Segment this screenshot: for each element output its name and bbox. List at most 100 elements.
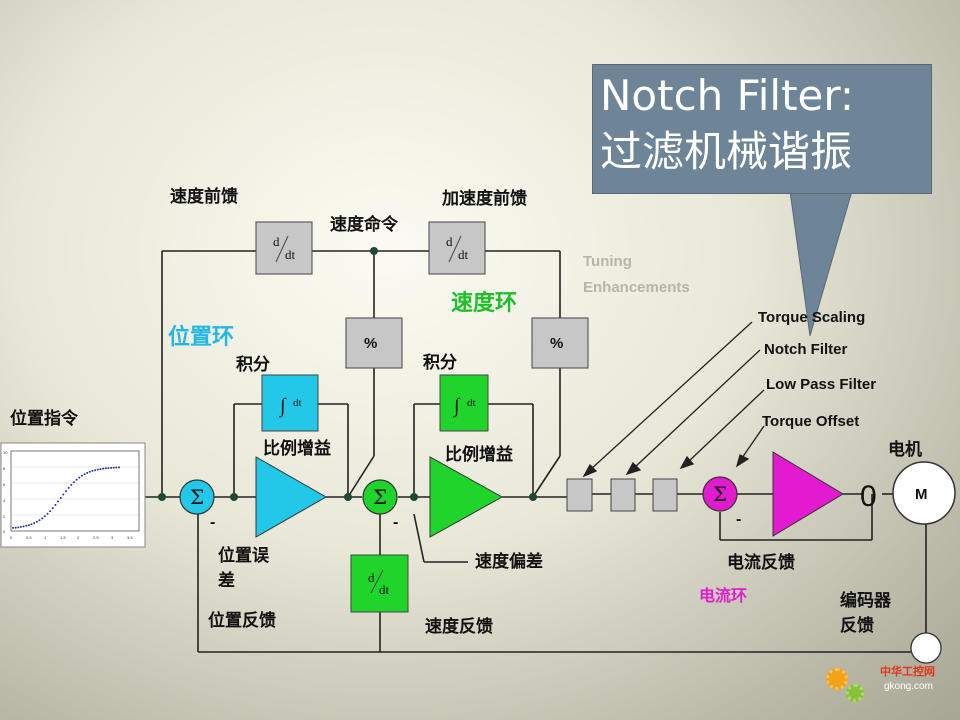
plot-point bbox=[57, 500, 59, 503]
plot-point bbox=[102, 467, 105, 470]
plot-point bbox=[75, 478, 78, 481]
label-prop-gain-vel: 比例增益 bbox=[445, 445, 513, 465]
current-amp-triangle bbox=[772, 451, 844, 537]
percent-block-acc bbox=[531, 317, 589, 369]
plot-point bbox=[51, 507, 54, 510]
deriv-block-acc-ff bbox=[428, 221, 486, 275]
plot-point bbox=[72, 481, 75, 484]
prop-gain-triangle-vel bbox=[429, 456, 504, 538]
percent-label: % bbox=[550, 335, 563, 352]
plot-point bbox=[107, 467, 110, 470]
plot-point bbox=[78, 476, 81, 479]
svg-text:6: 6 bbox=[3, 482, 6, 487]
filter-block-low-pass bbox=[652, 478, 678, 512]
label-position-command: 位置指令 bbox=[10, 409, 78, 429]
plot-point bbox=[12, 526, 14, 529]
label-acc-feedforward: 加速度前馈 bbox=[442, 189, 527, 209]
plot-point bbox=[62, 493, 65, 496]
plot-point bbox=[30, 523, 33, 526]
label-velocity-loop: 速度环 bbox=[451, 291, 518, 316]
svg-text:3.5: 3.5 bbox=[127, 535, 133, 540]
minus-sign: - bbox=[210, 514, 215, 531]
plot-point bbox=[43, 515, 46, 518]
integral-sign-icon: ∫ bbox=[278, 395, 287, 418]
plot-point bbox=[25, 524, 28, 527]
motor-icon bbox=[892, 461, 956, 525]
plot-point bbox=[49, 510, 52, 513]
watermark-cn: 中华工控网 bbox=[880, 666, 935, 678]
deriv-block-vel-ff bbox=[255, 221, 313, 275]
sigma-icon: Σ bbox=[713, 482, 727, 506]
plot-point bbox=[83, 473, 86, 476]
svg-text:8: 8 bbox=[3, 466, 6, 471]
encoder-line2: 反馈 bbox=[840, 616, 874, 636]
tuning-enhancements-label: Tuning Enhancements bbox=[583, 249, 690, 301]
plot-point bbox=[99, 468, 102, 471]
filter-block-torque-scaling bbox=[566, 478, 593, 512]
svg-text:10: 10 bbox=[3, 450, 8, 455]
integral-sign-icon: ∫ bbox=[452, 395, 461, 418]
plot-point bbox=[86, 471, 89, 474]
plot-point bbox=[59, 497, 62, 499]
pos-error-line2: 差 bbox=[218, 571, 235, 591]
encoder-line1: 编码器 bbox=[840, 591, 891, 611]
percent-block-vel bbox=[345, 317, 403, 369]
integral-den: dt bbox=[293, 397, 302, 409]
sigma-icon: Σ bbox=[190, 485, 204, 509]
integral-block-vel bbox=[439, 374, 489, 432]
svg-text:0.5: 0.5 bbox=[26, 535, 32, 540]
label-velocity-error: 速度偏差 bbox=[475, 552, 543, 572]
sum-junction-vel bbox=[362, 479, 398, 515]
svg-text:2: 2 bbox=[77, 535, 80, 540]
deriv-block-vel-fb bbox=[350, 554, 409, 613]
plot-point bbox=[27, 524, 30, 527]
plot-point bbox=[96, 468, 99, 471]
filter-block-notch bbox=[610, 478, 636, 512]
label-integral-pos: 积分 bbox=[236, 355, 270, 375]
plot-point bbox=[70, 483, 73, 486]
callout-line1: Notch Filter: bbox=[600, 71, 855, 120]
plot-point bbox=[33, 522, 36, 525]
label-low-pass-filter: Low Pass Filter bbox=[766, 376, 877, 393]
plot-point bbox=[91, 469, 94, 472]
deriv-num: d bbox=[368, 570, 375, 585]
plot-point bbox=[115, 466, 118, 469]
label-encoder-feedback: 编码器 反馈 bbox=[840, 589, 891, 639]
plot-point bbox=[54, 503, 57, 506]
label-torque-offset: Torque Offset bbox=[762, 413, 860, 430]
label-torque-scaling: Torque Scaling bbox=[758, 309, 866, 326]
plot-point bbox=[17, 526, 20, 529]
svg-text:2: 2 bbox=[3, 514, 6, 519]
label-current-feedback: 电流反馈 bbox=[727, 553, 795, 573]
callout-line2: 过滤机械谐振 bbox=[600, 127, 853, 176]
plot-point bbox=[65, 490, 67, 493]
plot-point bbox=[80, 474, 83, 477]
svg-text:1.5: 1.5 bbox=[60, 535, 66, 540]
tuning-line2: Enhancements bbox=[583, 279, 690, 296]
label-position-feedback: 位置反馈 bbox=[208, 611, 276, 631]
plot-point bbox=[19, 525, 22, 528]
plot-point bbox=[94, 469, 97, 472]
plot-point bbox=[14, 526, 17, 529]
minus-sign: - bbox=[393, 514, 398, 531]
deriv-den: dt bbox=[458, 247, 469, 262]
svg-text:0: 0 bbox=[10, 535, 13, 540]
sum-junction-cur bbox=[702, 476, 738, 512]
label-velocity-feedback: 速度反馈 bbox=[425, 617, 493, 637]
svg-text:1: 1 bbox=[44, 535, 47, 540]
callout-text: Notch Filter: 过滤机械谐振 bbox=[600, 68, 854, 180]
notch-filter-callout bbox=[592, 64, 932, 194]
deriv-den: dt bbox=[379, 582, 390, 597]
tuning-line1: Tuning bbox=[583, 253, 632, 270]
plot-point bbox=[110, 466, 113, 469]
integral-den: dt bbox=[467, 397, 476, 409]
encoder-icon bbox=[910, 632, 942, 664]
watermark-gear-icon bbox=[826, 668, 848, 690]
svg-text:0: 0 bbox=[3, 529, 6, 534]
watermark-gear-icon bbox=[846, 684, 864, 702]
prop-gain-triangle-pos bbox=[255, 456, 328, 538]
motor-symbol: M bbox=[915, 486, 928, 503]
pos-error-line1: 位置误 bbox=[218, 546, 269, 566]
label-position-error: 位置误 差 bbox=[218, 544, 269, 594]
